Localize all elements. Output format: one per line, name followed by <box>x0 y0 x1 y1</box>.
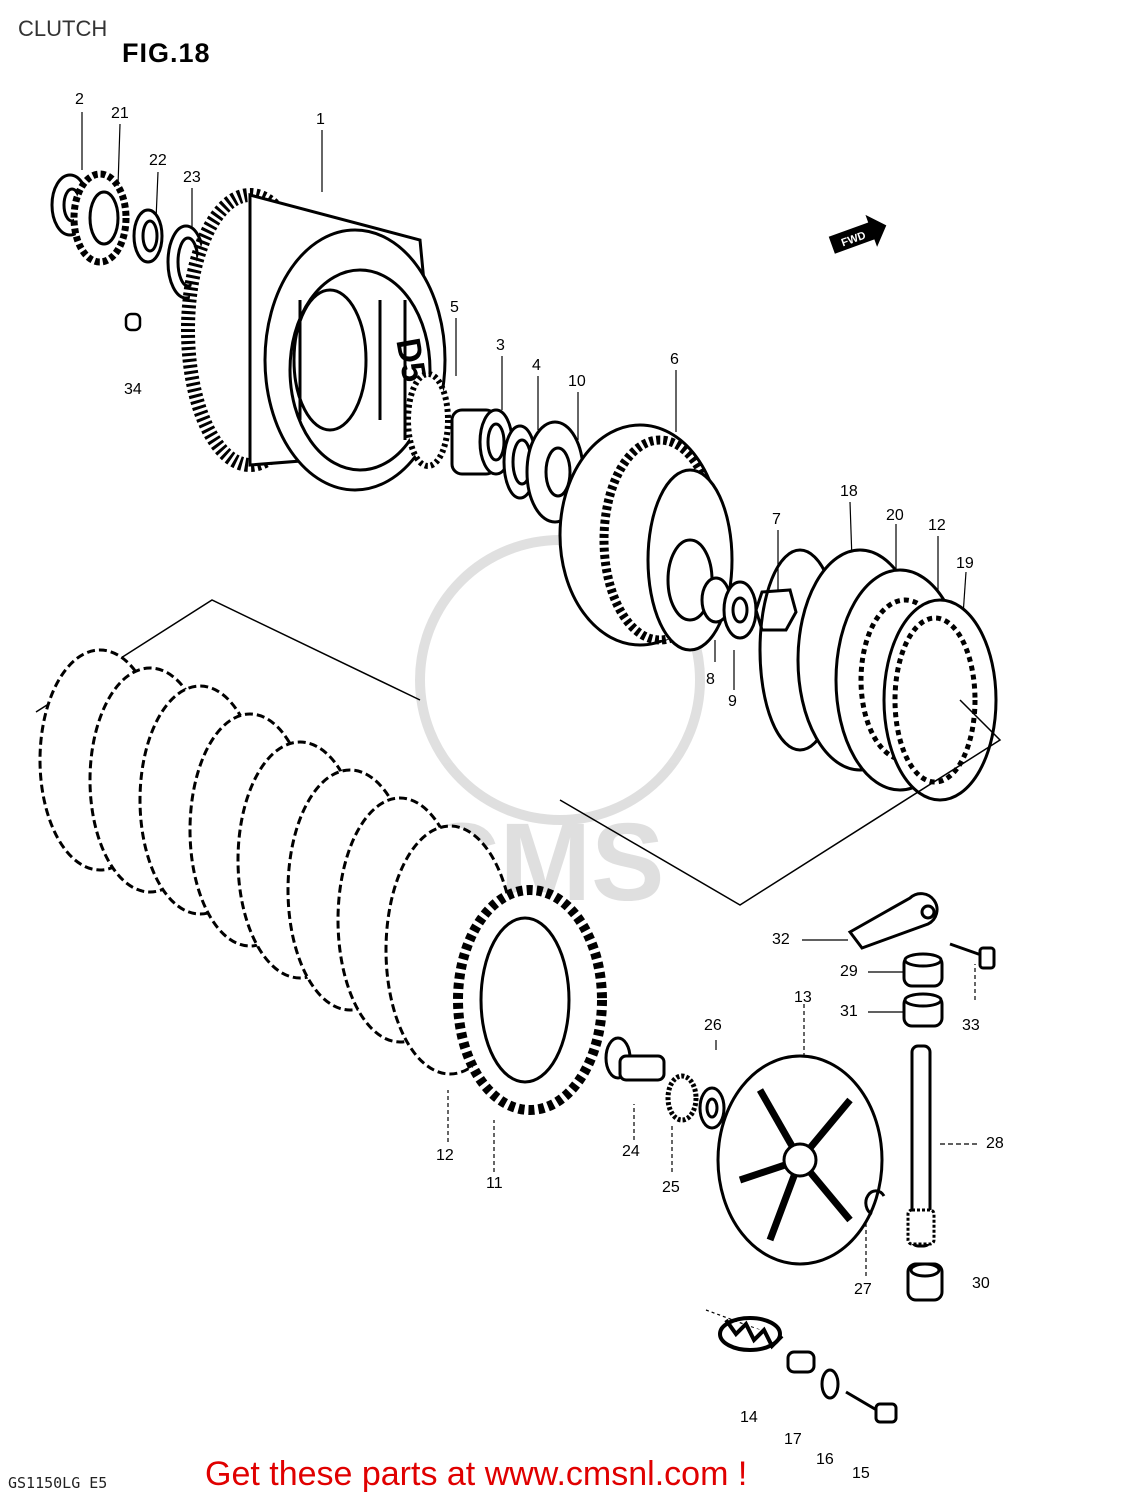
part-label: 16 <box>816 1451 834 1468</box>
push-piece-part-24 <box>604 1036 666 1082</box>
part-label: 12 <box>436 1147 454 1164</box>
part-label: 5 <box>450 299 459 316</box>
spacer-part-22 <box>132 208 164 264</box>
bolt-part-15 <box>845 1390 898 1424</box>
part-label: 31 <box>840 1003 858 1020</box>
release-shaft-part-28 <box>906 1044 936 1248</box>
cta-link[interactable]: Get these parts at www.cmsnl.com ! <box>205 1455 748 1493</box>
diagram-code: GS1150LG E5 <box>8 1474 108 1492</box>
part-label: 28 <box>986 1135 1004 1152</box>
part-label: 4 <box>532 357 541 374</box>
washer-part-26 <box>698 1086 726 1130</box>
part-label: 6 <box>670 351 679 368</box>
part-label: 20 <box>886 507 904 524</box>
part-label: 23 <box>183 169 201 186</box>
primary-gear-part-21 <box>70 170 130 266</box>
friction-plate-part-11 <box>453 885 607 1115</box>
washer-part-9 <box>722 580 758 640</box>
part-label: 32 <box>772 931 790 948</box>
ring-part-19 <box>882 598 998 802</box>
sleeve-part-3 <box>450 408 514 476</box>
part-label: 11 <box>486 1175 503 1192</box>
part-label: 15 <box>852 1465 870 1482</box>
bolt-part-33 <box>949 942 996 970</box>
part-label: 22 <box>149 152 167 169</box>
part-label: 24 <box>622 1143 640 1160</box>
figure-title: FIG.18 <box>122 38 211 68</box>
part-label: 18 <box>840 483 858 500</box>
part-label: 3 <box>496 337 505 354</box>
bushing-part-30 <box>906 1262 944 1302</box>
clutch-housing-part-1: D5 <box>181 188 447 492</box>
washer-part-16 <box>820 1368 840 1400</box>
part-label: 13 <box>794 989 812 1006</box>
part-label: 25 <box>662 1179 680 1196</box>
part-label: 26 <box>704 1017 722 1034</box>
oil-seal-part-31 <box>902 992 944 1028</box>
bearing-part-25 <box>665 1073 699 1123</box>
part-label: 19 <box>956 555 974 572</box>
part-label: 29 <box>840 963 858 980</box>
part-label: 27 <box>854 1281 872 1298</box>
clip-part-27 <box>864 1189 886 1216</box>
part-label: 12 <box>928 517 946 534</box>
part-label: 30 <box>972 1275 990 1292</box>
pressure-plate-part-13 <box>716 1054 884 1266</box>
release-arm-part-32 <box>847 892 939 950</box>
leader-lines <box>81 112 980 1331</box>
part-label: 8 <box>706 671 715 688</box>
part-label: 34 <box>124 381 142 398</box>
part-label: 10 <box>568 373 586 390</box>
oil-seal-part-29 <box>902 952 944 988</box>
part-label: 21 <box>111 105 129 122</box>
diagram-caption: CLUTCH <box>18 16 108 41</box>
fwd-arrow-icon: FWD <box>828 214 887 254</box>
spring-part-14 <box>718 1316 784 1352</box>
part-label: 1 <box>316 111 325 128</box>
clutch-plate-stack <box>38 648 516 1076</box>
part-label: 2 <box>75 91 84 108</box>
part-label: 9 <box>728 693 737 710</box>
needle-bearing-part-5 <box>405 371 451 469</box>
part-label: 14 <box>740 1409 758 1426</box>
sleeve-part-17 <box>786 1350 816 1374</box>
part-label: 7 <box>772 511 781 528</box>
part-label: 17 <box>784 1431 802 1448</box>
part-label: 33 <box>962 1017 980 1034</box>
pin-part-34 <box>124 312 142 332</box>
